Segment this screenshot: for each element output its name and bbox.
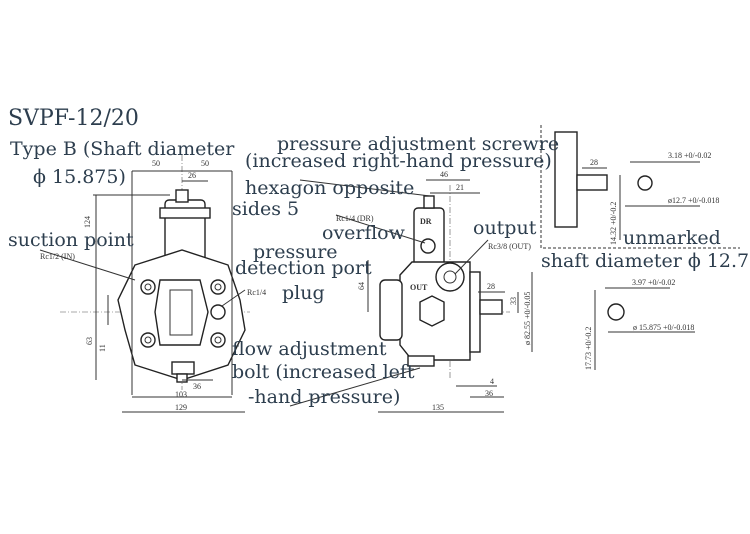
leader-lines — [39, 179, 489, 407]
dim-50-right: 50 — [201, 159, 209, 168]
flow-bolt — [176, 373, 188, 383]
dr-marking: DR — [420, 217, 432, 226]
shaft-section-12-7 — [637, 175, 653, 191]
shaft-12-7 — [576, 174, 608, 191]
dim-50-left: 50 — [152, 159, 160, 168]
dim-33: 33 — [509, 297, 518, 305]
callout-flow-2: bolt (increased left — [232, 361, 415, 383]
dim-129: 129 — [175, 403, 187, 412]
bolt — [210, 332, 226, 348]
shaft — [479, 299, 503, 315]
callout-pressure-adj-2: (increased right-hand pressure) — [245, 150, 552, 172]
cover-plate — [154, 279, 209, 346]
dim-shaft-28: 28 — [590, 158, 598, 167]
dim-46: 46 — [440, 170, 448, 179]
callout-hexagon-2: sides 5 — [232, 198, 299, 220]
dim-3-18: 3.18 +0/-0.02 — [668, 151, 711, 160]
callout-suction: suction point — [8, 229, 134, 251]
callout-unmarked: unmarked — [623, 227, 721, 249]
dim-63: 63 — [85, 337, 94, 345]
front-view: 50 50 26 124 11 63 36 103 129 — [60, 155, 250, 413]
callout-pdp-2: detection port — [235, 257, 372, 279]
dim-82-55: ø 82.55 +0/-0.05 — [523, 292, 532, 345]
dim-135: 135 — [432, 403, 444, 412]
dim-4: 4 — [490, 377, 494, 386]
dim-64: 64 — [357, 282, 366, 290]
dim-36-side: 36 — [485, 389, 493, 398]
dim-21: 21 — [456, 183, 464, 192]
callout-shaft-12-7: shaft diameter ϕ 12.7 — [541, 250, 749, 272]
dim-26: 26 — [188, 171, 196, 180]
plug — [210, 304, 226, 320]
callout-output-port: Rc3/8 (OUT) — [488, 242, 531, 251]
dim-17-73: 17.73 +0/-0.2 — [584, 327, 593, 370]
dim-12-7: ø12.7 +0/-0.018 — [668, 196, 719, 205]
dim-36: 36 — [193, 382, 201, 391]
dim-14-32: 14.32 +0/-0.2 — [609, 202, 618, 245]
callout-suction-port: Rc1/2 (IN) — [40, 252, 75, 261]
callout-hexagon-1: hexagon opposite — [245, 177, 414, 199]
callout-pdp-1: pressure — [253, 241, 338, 263]
output-port — [435, 262, 465, 292]
adjust-screw — [423, 195, 435, 209]
shaft-details: 28 3.18 +0/-0.02 ø12.7 +0/-0.018 14.32 +… — [540, 125, 740, 370]
side-view: DR OUT 46 21 64 28 33 ø 82.55 +0/-0.05 4… — [357, 170, 533, 413]
out-marking: OUT — [410, 283, 428, 292]
bolt — [140, 279, 156, 295]
dim-11: 11 — [98, 344, 107, 352]
callout-output: output — [473, 217, 537, 239]
dim-28: 28 — [487, 282, 495, 291]
callout-overflow: overflow — [322, 222, 406, 244]
callout-overflow-port: Rc1/4 (DR) — [336, 214, 374, 223]
dim-124: 124 — [83, 216, 92, 228]
adjust-screw — [175, 189, 189, 203]
bolt — [210, 279, 226, 295]
callout-flow-1: flow adjustment — [232, 338, 387, 360]
dim-15-875: ø 15.875 +0/-0.018 — [633, 323, 694, 332]
callout-flow-3: -hand pressure) — [248, 386, 400, 408]
callout-pdp-3: plug — [282, 282, 325, 304]
hex-plug — [419, 295, 445, 327]
dim-103: 103 — [175, 390, 187, 399]
shaft-section-15-875 — [607, 303, 625, 321]
page-title: SVPF-12/20 — [8, 106, 139, 131]
subtitle-line2: ϕ 15.875) — [33, 166, 126, 188]
dim-3-97: 3.97 +0/-0.02 — [632, 278, 675, 287]
subtitle-line1: Type B (Shaft diameter — [10, 138, 235, 160]
callout-pdp-port: Rc1/4 — [247, 288, 266, 297]
callout-pressure-adj-1: pressure adjustment screwre — [277, 133, 559, 155]
bolt — [140, 332, 156, 348]
overflow-port — [420, 238, 436, 254]
